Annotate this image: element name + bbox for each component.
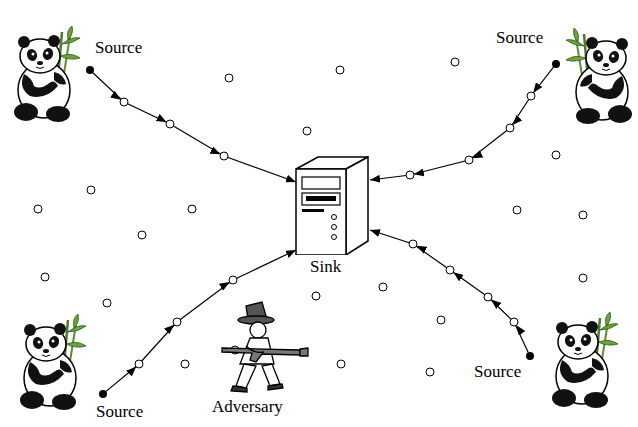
node-label: Source <box>96 402 143 422</box>
panda-figure <box>20 314 86 410</box>
relay-node <box>409 240 417 248</box>
source-node: Source <box>96 386 144 422</box>
data-path-arrow <box>370 67 554 180</box>
relay-node <box>166 120 174 128</box>
adversary-figure <box>222 302 308 392</box>
figure-label: Adversary <box>212 397 283 417</box>
sink-node: Sink <box>288 155 372 279</box>
source-dot <box>526 352 534 360</box>
relay-node <box>406 171 414 179</box>
panda-figure <box>14 26 80 122</box>
data-path-arrow <box>93 73 296 182</box>
relay-node <box>527 92 535 100</box>
node-label: Source <box>474 362 521 382</box>
server-icon <box>288 155 372 255</box>
relay-node <box>506 124 514 132</box>
relay-node <box>510 318 518 326</box>
relay-node <box>135 360 143 368</box>
source-dot <box>86 66 94 74</box>
data-path-arrow <box>370 230 528 352</box>
sensor-nodes <box>34 58 587 376</box>
data-path-arrow <box>106 250 296 391</box>
relay-node <box>173 318 181 326</box>
panda-figure <box>566 28 632 124</box>
source-dot <box>552 60 560 68</box>
relay-node <box>120 98 128 106</box>
node-label: Source <box>496 28 543 48</box>
source-node: Source <box>474 350 534 382</box>
relay-node <box>446 266 454 274</box>
source-node: Source <box>496 28 560 68</box>
node-label: Sink <box>310 257 341 277</box>
node-label: Source <box>95 38 142 58</box>
source-node: Source <box>84 36 143 74</box>
relay-node <box>465 156 473 164</box>
panda-figure <box>552 312 618 408</box>
relay-node <box>484 293 492 301</box>
source-dot <box>99 390 107 398</box>
relay-node <box>229 276 237 284</box>
relay-node <box>220 152 228 160</box>
